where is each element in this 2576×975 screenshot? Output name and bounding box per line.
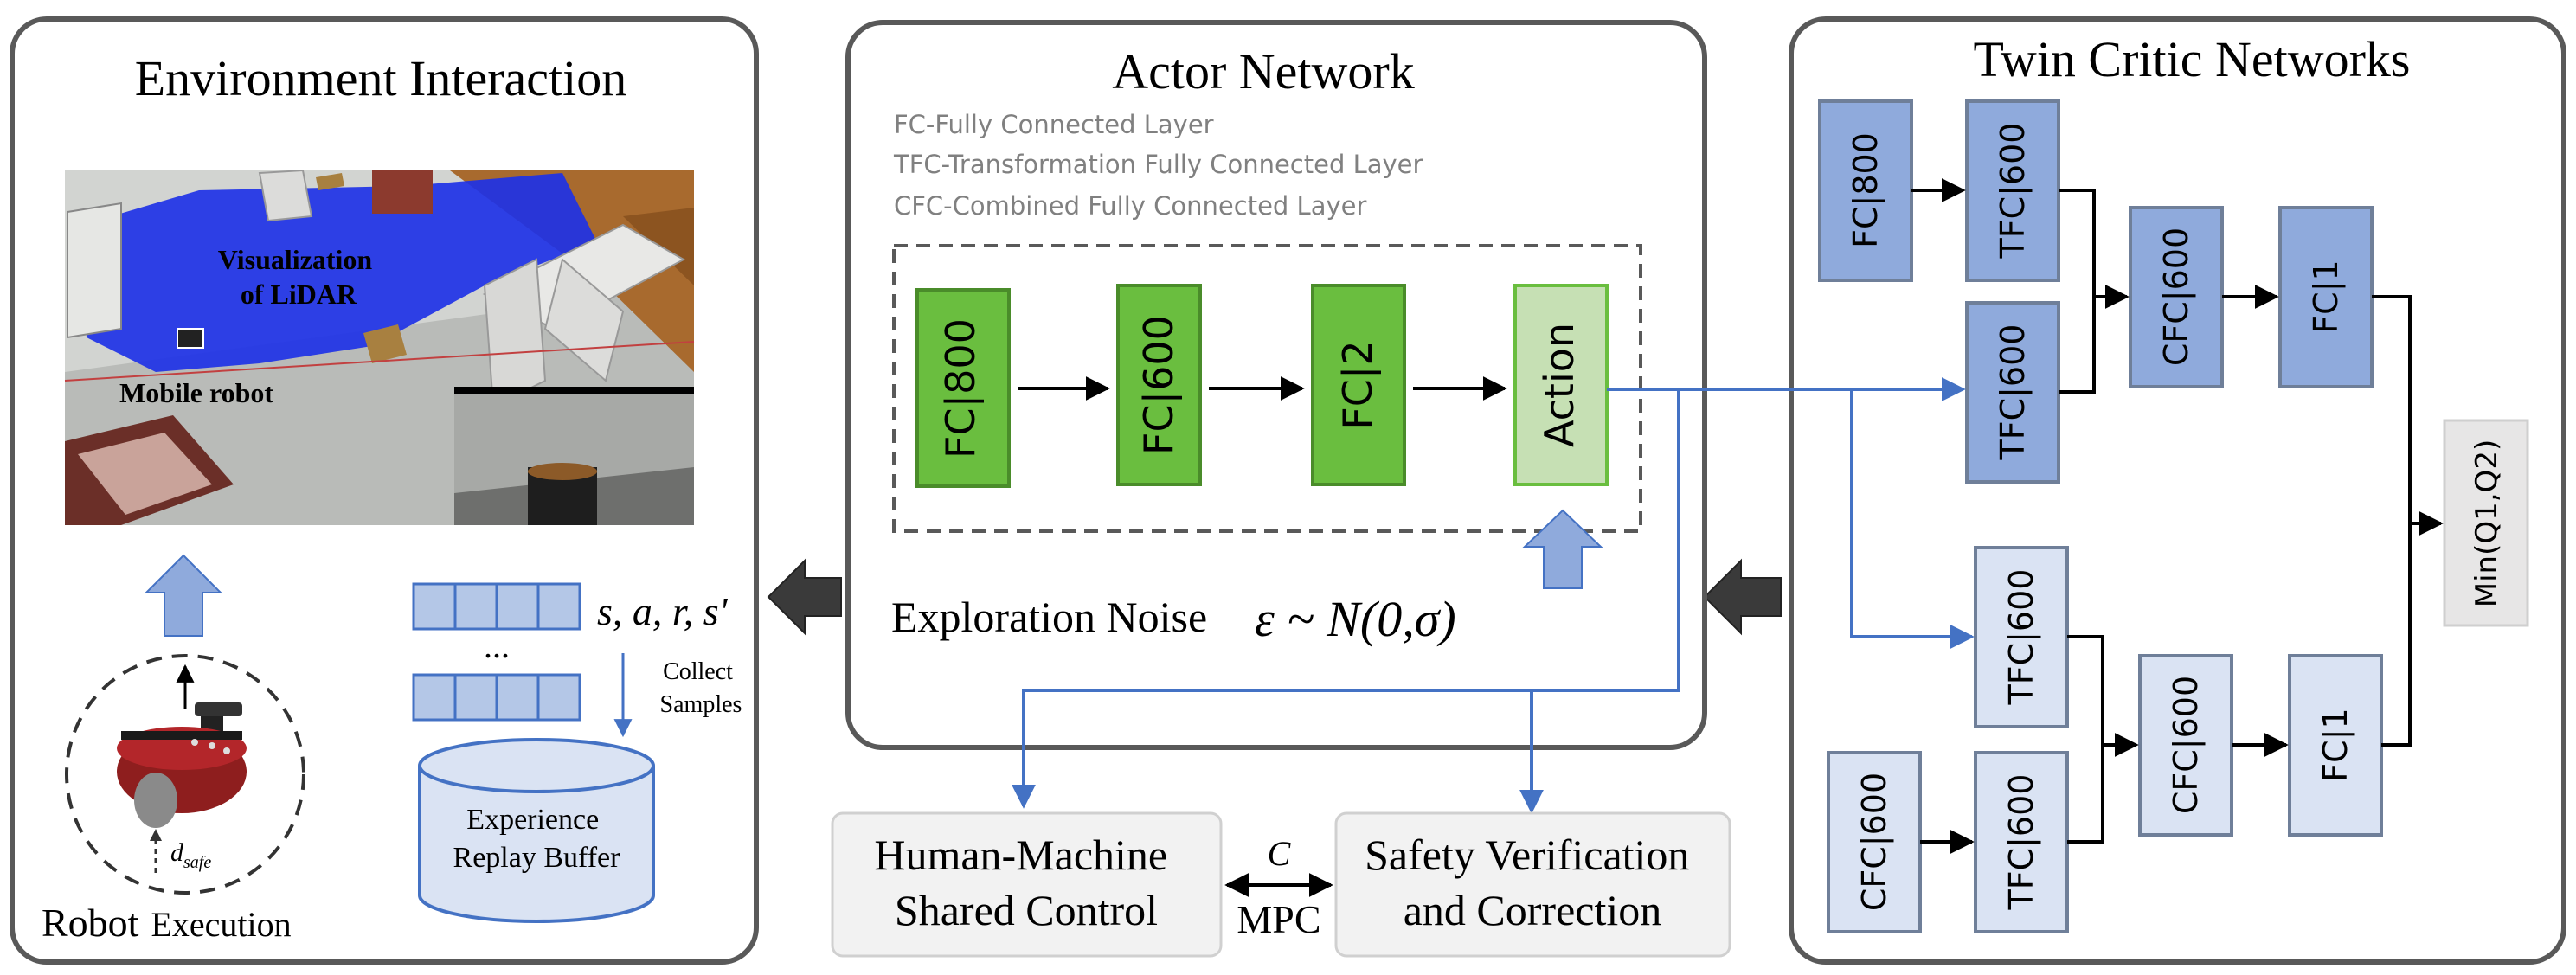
transition-row-top <box>412 582 581 631</box>
transition-row-bottom <box>412 673 581 722</box>
svg-text:Experience Replay Buff: Experience Replay Buffer <box>453 804 621 874</box>
svg-text:TFC|600: TFC|600 <box>1994 324 2033 461</box>
camera-inset <box>454 387 694 525</box>
svg-text:CFC|600: CFC|600 <box>1855 773 1894 911</box>
svg-text:FC|1: FC|1 <box>2316 708 2355 781</box>
transition-tuple: s, a, r, s' <box>597 589 729 633</box>
actor-title: Actor Network <box>1112 43 1415 99</box>
robot-execution-zone: dsafe <box>65 654 305 895</box>
robot-icon <box>117 702 247 828</box>
svg-text:FC|800: FC|800 <box>937 318 985 459</box>
transition-ellipsis: ... <box>484 626 510 665</box>
actor-layer-fc600: FC|600 <box>1116 284 1202 486</box>
critic1-fc1: FC|1 <box>2278 206 2374 388</box>
legend-tfc: TFC-Transformation Fully Connected Layer <box>893 150 1423 179</box>
feedback-up-arrow <box>144 554 223 637</box>
svg-text:CFC|600: CFC|600 <box>2167 676 2206 814</box>
svg-text:Safety Verification and: Safety Verification and Correction <box>1365 831 1700 934</box>
svg-text:CFC|600: CFC|600 <box>2157 228 2196 366</box>
svg-text:FC|2: FC|2 <box>1334 340 1382 429</box>
svg-text:Min(Q1,Q2): Min(Q1,Q2) <box>2470 439 2504 607</box>
robot-label: Mobile robot <box>119 377 273 408</box>
critic2-tfc-bottom: TFC|600 <box>1974 751 2069 933</box>
action-flow-lines <box>1012 377 1975 814</box>
environment-title: Environment Interaction <box>135 50 627 106</box>
actor-layer-fc2: FC|2 <box>1311 284 1406 486</box>
robot-marker <box>177 328 204 349</box>
svg-text:Human-Machine Shared Con: Human-Machine Shared Control <box>874 831 1178 934</box>
environment-panel: Environment Interaction <box>10 16 759 965</box>
critic1-cfc: CFC|600 <box>2129 206 2224 388</box>
critic2-tfc-top: TFC|600 <box>1974 546 2069 728</box>
lidar-label: Visualization of LiDAR <box>218 244 379 310</box>
svg-text:FC|800: FC|800 <box>1847 132 1885 248</box>
lidar-scan-region <box>82 173 597 372</box>
critic1-tfc-top: TFC|600 <box>1965 99 2060 282</box>
noise-formula: ε ~ N(0,σ) <box>1255 591 1456 647</box>
actor-layer-action: Action <box>1513 284 1609 486</box>
exploration-noise-label: Exploration Noise <box>891 593 1207 641</box>
legend-fc: FC-Fully Connected Layer <box>894 110 1214 139</box>
critic2-fc1: FC|1 <box>2288 654 2383 837</box>
dsafe-label: dsafe <box>170 838 211 872</box>
svg-text:TFC|600: TFC|600 <box>2002 774 2041 911</box>
experience-replay-buffer: Experience Replay Buffer <box>418 738 655 923</box>
critic-title: Twin Critic Networks <box>1974 31 2411 87</box>
min-q-block: Min(Q1,Q2) <box>2443 419 2529 627</box>
actor-layer-fc800: FC|800 <box>915 288 1011 488</box>
shared-control-box: Human-Machine Shared Control <box>831 811 1223 958</box>
svg-text:TFC|600: TFC|600 <box>2002 569 2041 706</box>
link-label-c: C <box>1268 834 1292 873</box>
actor-panel: Actor Network FC-Fully Connected Layer T… <box>845 20 1707 750</box>
robot-execution-label: Robot Execution <box>42 901 292 945</box>
critic2-cfc: CFC|600 <box>2138 654 2233 837</box>
actor-to-env-arrow <box>767 558 842 636</box>
critic1-fc800: FC|800 <box>1818 99 1913 282</box>
noise-up-arrow <box>1522 509 1603 589</box>
critic2-cfc-input: CFC|600 <box>1827 751 1922 933</box>
svg-text:TFC|600: TFC|600 <box>1994 123 2033 260</box>
link-label-mpc: MPC <box>1237 897 1320 941</box>
safety-verification-box: Safety Verification and Correction <box>1334 811 1731 958</box>
svg-text:FC|600: FC|600 <box>1135 315 1183 455</box>
critic1-tfc-bottom: TFC|600 <box>1965 301 2060 484</box>
svg-text:Action: Action <box>1536 323 1583 447</box>
svg-text:FC|1: FC|1 <box>2307 260 2346 333</box>
simulation-view: Visualization of LiDAR Mobile robot <box>64 169 695 525</box>
critic-panel: Twin Critic Networks FC|800 TFC|600 TFC|… <box>1789 16 2566 965</box>
collect-samples-label: Collect Samples <box>660 658 742 718</box>
legend-cfc: CFC-Combined Fully Connected Layer <box>894 191 1366 221</box>
critic-to-actor-arrow <box>1703 558 1782 636</box>
